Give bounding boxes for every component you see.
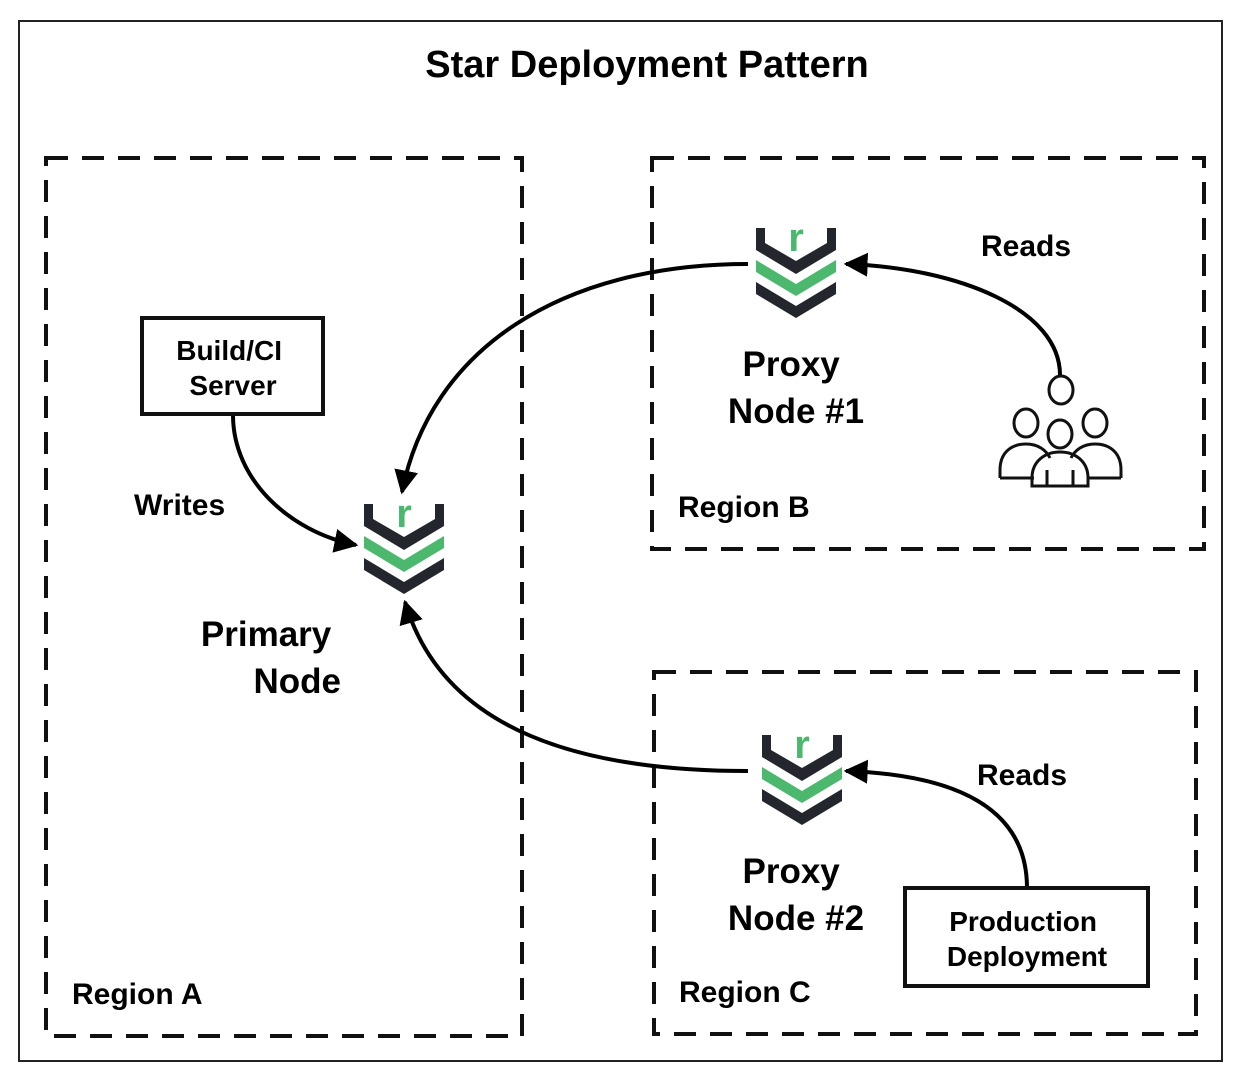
proxy1-line-1: Proxy	[742, 345, 840, 384]
build-ci-line-1: Build/CI	[176, 335, 282, 366]
proxy1-to-primary-connector	[394, 262, 749, 495]
diagram-title: Star Deployment Pattern	[425, 44, 868, 86]
proxy2-to-primary-connector	[399, 599, 749, 773]
production-line-2: Deployment	[947, 941, 1107, 972]
proxy1-logo-letter: r	[788, 216, 804, 260]
build-ci-server-box	[140, 316, 325, 416]
primary-node-logo-icon: r	[364, 492, 444, 594]
production-reads-connector	[843, 759, 1029, 889]
primary-node-line-1: Primary	[201, 615, 332, 654]
users-group-icon	[998, 374, 1123, 488]
region-c-boundary	[652, 670, 1198, 1036]
production-deployment-label: Production Deployment	[947, 906, 1107, 972]
primary-node-label: Primary Node	[201, 615, 341, 701]
writes-label: Writes	[134, 489, 225, 522]
reads-label-region-c: Reads	[977, 759, 1067, 792]
region-b-label: Region B	[678, 491, 810, 524]
primary-logo-letter: r	[396, 492, 412, 536]
users-reads-connector	[843, 252, 1062, 376]
proxy2-logo-letter: r	[794, 723, 810, 767]
proxy1-line-2: Node #1	[728, 392, 864, 431]
primary-node-line-2: Node	[254, 662, 342, 701]
proxy2-line-1: Proxy	[742, 852, 840, 891]
production-line-1: Production	[949, 906, 1097, 937]
region-c-label: Region C	[679, 976, 811, 1009]
build-ci-line-2: Server	[189, 370, 276, 401]
region-a-label: Region A	[72, 978, 203, 1011]
production-deployment-box	[903, 886, 1150, 988]
proxy-node-1-label: Proxy Node #1	[728, 345, 864, 431]
proxy-node-2-label: Proxy Node #2	[728, 852, 864, 938]
region-a-boundary	[44, 156, 524, 1038]
build-ci-server-label: Build/CI Server	[176, 335, 290, 401]
proxy-node-2-logo-icon: r	[762, 723, 842, 825]
writes-connector	[231, 414, 359, 553]
proxy-node-1-logo-icon: r	[756, 216, 836, 318]
proxy2-line-2: Node #2	[728, 899, 864, 938]
reads-label-region-b: Reads	[981, 230, 1071, 263]
